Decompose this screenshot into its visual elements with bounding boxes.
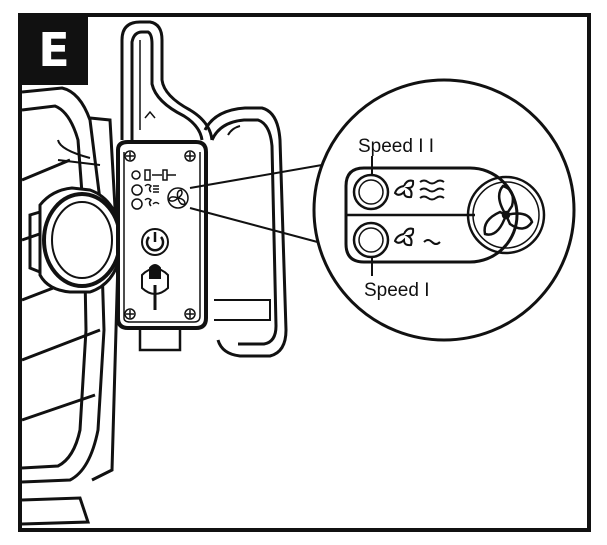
fan-icon [167, 187, 189, 209]
speed-low-label: Speed I [364, 280, 430, 301]
fan-icon [466, 175, 546, 255]
panel-speed-buttons [131, 183, 160, 210]
panel-screw [124, 150, 196, 320]
speed-low-button [352, 221, 390, 259]
side-housing [138, 106, 288, 358]
step-label: E [38, 23, 69, 77]
adjustment-knob [28, 186, 124, 294]
carry-handle [120, 20, 214, 141]
fan-high-wind-icon [393, 179, 445, 201]
callout-leader [189, 164, 341, 249]
step-badge: E [20, 15, 88, 85]
panel-latch [141, 264, 169, 310]
speed-high-button [352, 173, 390, 211]
control-panel [116, 140, 208, 330]
power-icon [141, 228, 169, 256]
fan-low-wind-icon [393, 227, 441, 247]
battery-indicator-icon [131, 169, 176, 181]
callout-magnifier: Speed I I Speed I [312, 78, 576, 342]
speed-high-label: Speed I I [358, 136, 434, 157]
